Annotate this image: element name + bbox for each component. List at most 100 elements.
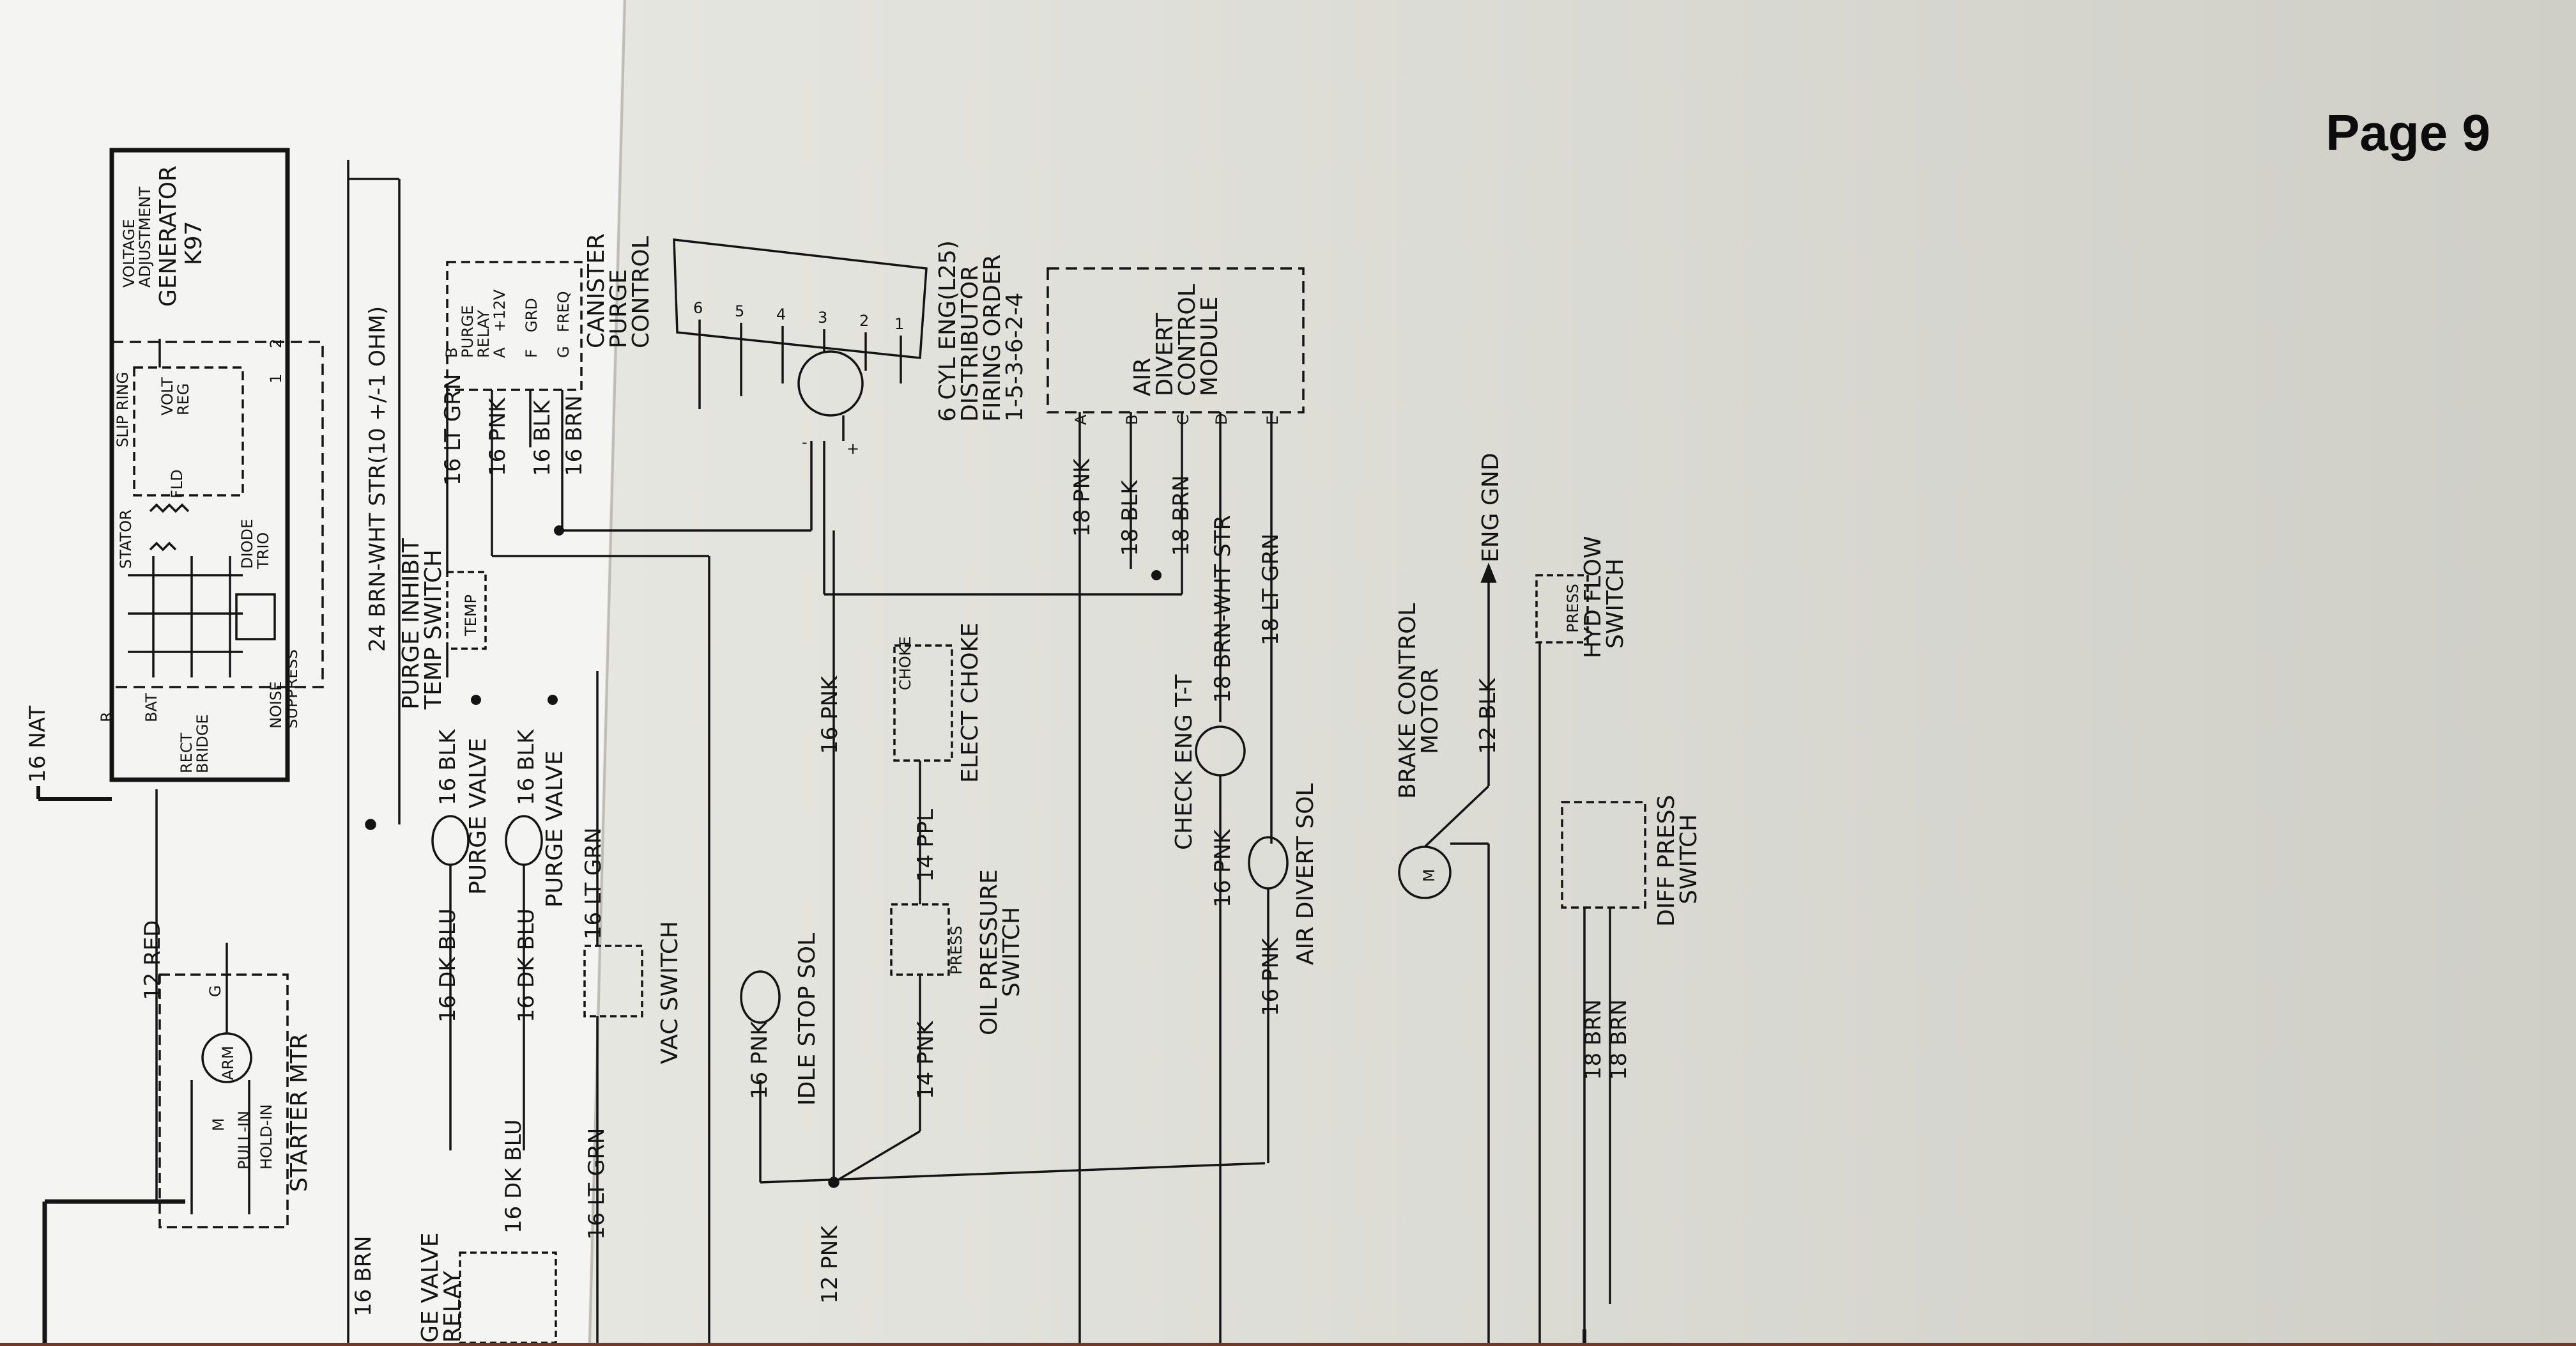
term-r: R bbox=[98, 711, 116, 722]
module-pin-a: A bbox=[1072, 414, 1090, 425]
oil-pressure-label-1: OIL PRESSURE bbox=[976, 869, 1002, 1035]
label-16pnk-d: 16 PNK bbox=[1210, 828, 1236, 908]
rect-bridge-label-2: BRIDGE bbox=[194, 715, 211, 773]
choke-box bbox=[893, 644, 953, 762]
hyd-flow-label-2: SWITCH bbox=[1602, 559, 1629, 649]
label-16brn-b: 16 BRN bbox=[562, 396, 587, 476]
generator-model: K97 bbox=[181, 221, 207, 265]
left-page bbox=[0, 0, 626, 1343]
volt-adj-label-2: ADJUSTMENT bbox=[136, 187, 154, 288]
brake-control-label-1: BRAKE CONTROL bbox=[1395, 603, 1421, 799]
term-2: 2 bbox=[267, 339, 285, 348]
label-16pnk-c: 16 PNK bbox=[747, 1020, 772, 1099]
label-16dkblu-c: 16 DK BLU bbox=[501, 1119, 526, 1234]
label-24brnwht: 24 BRN-WHT STR(10 +/-1 OHM) bbox=[365, 306, 390, 652]
generator-internal-box bbox=[111, 341, 324, 688]
canister-b: B bbox=[443, 348, 461, 358]
dist-cyl-2: 2 bbox=[859, 312, 869, 330]
air-divert-module-label-2: DIVERT bbox=[1152, 313, 1178, 396]
air-divert-sol-label: AIR DIVERT SOL bbox=[1292, 784, 1319, 965]
oil-pressure-label-2: SWITCH bbox=[999, 907, 1025, 997]
vac-switch-box bbox=[583, 945, 643, 1017]
vac-switch-label: VAC SWITCH bbox=[657, 921, 683, 1064]
wire-14pnk-diag bbox=[833, 1130, 921, 1184]
distributor-label-4: 1-5-3-6-2-4 bbox=[1002, 293, 1028, 422]
label-12blk: 12 BLK bbox=[1475, 677, 1501, 754]
air-divert-module-label-4: MODULE bbox=[1197, 297, 1223, 396]
module-pin-e: E bbox=[1264, 415, 1282, 425]
canister-grd: GRD bbox=[523, 298, 540, 332]
eng-gnd-arrow bbox=[1480, 562, 1497, 583]
canister-freq: FREQ bbox=[555, 291, 572, 332]
diff-press-label-1: DIFF PRESS bbox=[1653, 795, 1680, 927]
label-14pnk: 14 PNK bbox=[913, 1020, 939, 1099]
dist-cyl-6: 6 bbox=[693, 299, 703, 317]
purge-inhibit-label-2: TEMP SWITCH bbox=[420, 550, 447, 710]
purge-inhibit-label-1: PURGE INHIBIT bbox=[398, 538, 424, 709]
label-18pnk: 18 PNK bbox=[1070, 458, 1095, 537]
module-pin-d: D bbox=[1213, 414, 1230, 425]
elect-choke-label: ELECT CHOKE bbox=[957, 623, 983, 783]
distributor-label-3: FIRING ORDER bbox=[979, 254, 1006, 422]
wire-pnk-bus bbox=[760, 1162, 1266, 1184]
ground-icon bbox=[471, 695, 481, 705]
noise-suppress-label-2: SUPPRESS bbox=[283, 649, 301, 729]
starter-hold-in: HOLD-IN bbox=[257, 1104, 275, 1170]
canister-12v: +12V bbox=[491, 289, 509, 332]
dist-cyl-3: 3 bbox=[818, 309, 827, 327]
distributor-cap bbox=[797, 350, 864, 417]
stator-coil bbox=[149, 541, 177, 552]
stator-label: STATOR bbox=[117, 509, 135, 569]
ground-icon bbox=[554, 525, 564, 536]
label-16nat: 16 NAT bbox=[25, 706, 50, 783]
hyd-flow-label-1: HYD FLOW bbox=[1580, 536, 1606, 658]
label-16dkblu-b: 16 DK BLU bbox=[514, 908, 539, 1023]
right-page bbox=[588, 0, 2576, 1343]
volt-reg-box bbox=[133, 366, 244, 497]
purge-valve-1-label: PURGE VALVE bbox=[465, 738, 491, 895]
label-18brnwht: 18 BRN-WHT STR bbox=[1210, 515, 1236, 703]
canister-a: A bbox=[491, 347, 509, 358]
label-16pnk-e: 16 PNK bbox=[1258, 937, 1284, 1016]
module-pin-b: B bbox=[1123, 415, 1141, 425]
label-18brn: 18 BRN bbox=[1169, 476, 1194, 556]
dist-cyl-4: 4 bbox=[776, 306, 786, 323]
diff-press-label-2: SWITCH bbox=[1676, 814, 1702, 904]
dist-plus-label: + bbox=[847, 440, 859, 458]
air-divert-module-box bbox=[1046, 267, 1305, 414]
page-number: Page 9 bbox=[2326, 104, 2490, 161]
label-16blk-b: 16 BLK bbox=[435, 729, 461, 805]
canister-label-3: CONTROL bbox=[628, 236, 654, 348]
volt-adj-label-1: VOLTAGE bbox=[120, 219, 138, 288]
rect-bridge-label-1: RECT bbox=[178, 732, 195, 773]
starter-m: M bbox=[210, 1118, 227, 1131]
label-18ltgrn: 18 LT GRN bbox=[1258, 534, 1284, 646]
label-16ltgrn-b: 16 LT GRN bbox=[581, 828, 606, 940]
temp-label: TEMP bbox=[462, 594, 480, 637]
canister-g: G bbox=[555, 346, 572, 358]
slip-ring-label: SLIP RING bbox=[114, 372, 132, 447]
brake-control-label-2: MOTOR bbox=[1417, 668, 1443, 754]
dist-cyl-5: 5 bbox=[735, 302, 744, 320]
module-pin-c: C bbox=[1174, 414, 1192, 425]
starter-pull-in: PULL-IN bbox=[235, 1111, 253, 1170]
distributor-label-2: DISTRIBUTOR bbox=[957, 265, 983, 422]
diff-press-switch-box bbox=[1561, 801, 1646, 909]
label-18blk: 18 BLK bbox=[1117, 479, 1143, 556]
starter-g: G bbox=[206, 985, 224, 997]
term-1: 1 bbox=[267, 374, 285, 383]
label-12red: 12 RED bbox=[140, 920, 165, 1000]
purge-relay-left-label-1: GE VALVE bbox=[417, 1232, 443, 1343]
hyd-flow-switch-box bbox=[1535, 574, 1589, 644]
ground-icon bbox=[548, 695, 558, 705]
volt-reg-label-1: VOLT bbox=[158, 377, 176, 415]
label-18brn-a: 18 BRN bbox=[1581, 1000, 1606, 1080]
volt-reg-label-2: REG bbox=[174, 383, 192, 415]
check-eng-label: CHECK ENG T-T bbox=[1171, 674, 1197, 850]
label-16brn-a: 16 BRN bbox=[351, 1236, 376, 1317]
label-16pnk-b: 16 PNK bbox=[817, 675, 843, 754]
diode-trio-label-2: TRIO bbox=[254, 532, 272, 569]
canister-purge-relay-2: RELAY bbox=[475, 310, 493, 358]
